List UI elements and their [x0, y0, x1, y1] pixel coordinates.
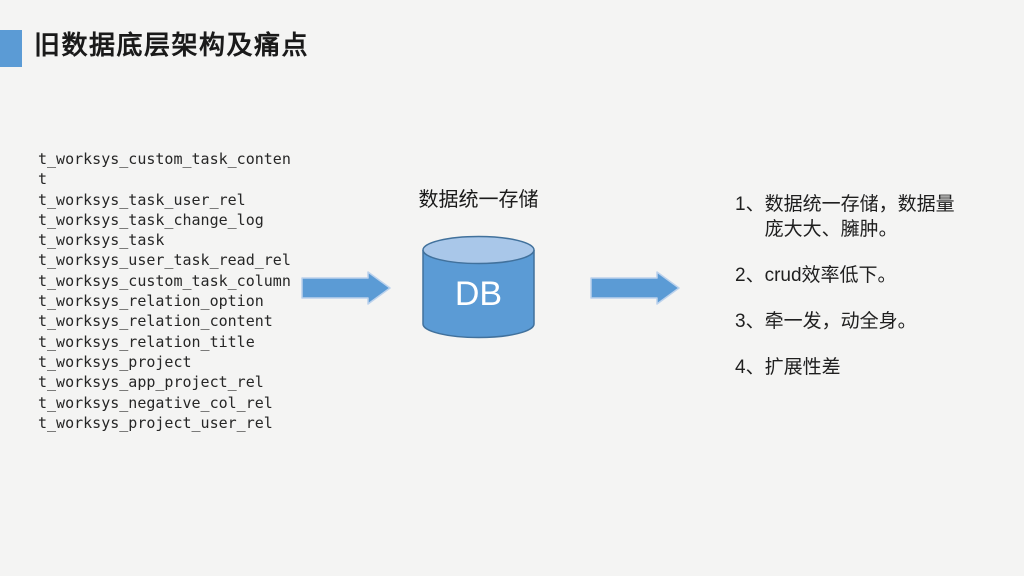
table-name: t_worksys_negative_col_rel: [38, 393, 273, 412]
pain-point-number: 3、: [735, 311, 765, 332]
pain-point-text: 数据统一存储，数据量 庞大大、臃肿。: [764, 194, 955, 240]
pain-point-item: 3、 牵一发，动全身。: [735, 309, 985, 334]
pain-point-number: 1、: [735, 194, 765, 215]
table-name: t_worksys_custom_task_content: [38, 150, 291, 189]
table-name: t_worksys_task: [38, 231, 165, 250]
db-caption: 数据统一存储: [418, 189, 539, 211]
table-name: t_worksys_user_task_read_rel: [38, 251, 291, 270]
table-name: t_worksys_relation_option: [38, 292, 264, 311]
db-table-list: t_worksys_custom_task_content t_worksys_…: [38, 149, 294, 433]
pain-point-item: 1、 数据统一存储，数据量 庞大大、臃肿。: [735, 192, 985, 242]
flow-arrow-left-icon: [301, 271, 391, 305]
pain-point-number: 2、: [735, 265, 765, 286]
table-name: t_worksys_relation_title: [38, 332, 255, 351]
pain-point-text: 牵一发，动全身。: [764, 311, 917, 332]
page-title: 旧数据底层架构及痛点: [34, 30, 310, 60]
db-label: DB: [455, 275, 502, 313]
pain-point-item: 4、 扩展性差: [735, 355, 985, 380]
title-accent-bar: [0, 30, 22, 67]
pain-point-text: crud效率低下。: [764, 265, 897, 286]
table-name: t_worksys_app_project_rel: [38, 373, 264, 392]
table-name: t_worksys_relation_content: [38, 312, 273, 331]
database-cylinder-icon: DB: [422, 235, 535, 339]
table-name: t_worksys_custom_task_column: [38, 271, 291, 290]
pain-points-list: 1、 数据统一存储，数据量 庞大大、臃肿。 2、 crud效率低下。 3、 牵一…: [735, 192, 985, 401]
table-name: t_worksys_project_user_rel: [38, 413, 273, 432]
pain-point-text: 扩展性差: [764, 357, 841, 378]
pain-point-number: 4、: [735, 357, 765, 378]
table-name: t_worksys_task_change_log: [38, 210, 264, 229]
table-name: t_worksys_task_user_rel: [38, 190, 246, 209]
table-name: t_worksys_project: [38, 352, 192, 371]
flow-arrow-right-icon: [590, 271, 680, 305]
pain-point-item: 2、 crud效率低下。: [735, 263, 985, 288]
